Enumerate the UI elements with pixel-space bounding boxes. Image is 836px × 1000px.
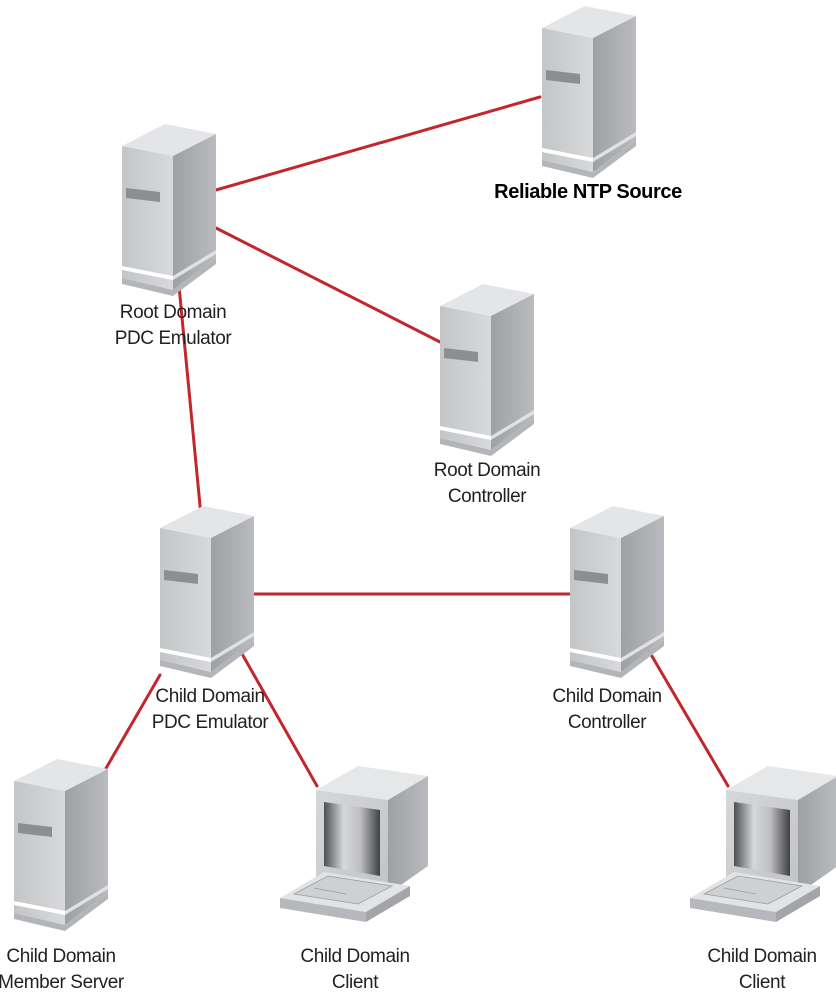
server-icon xyxy=(14,759,108,931)
network-nodes xyxy=(14,6,836,931)
link-child-pdc-to-child-member xyxy=(103,673,162,772)
node-label-line: Root Domain xyxy=(434,460,540,481)
node-label-line: Root Domain xyxy=(120,302,226,323)
link-child-pdc-to-child-client-1 xyxy=(235,643,319,788)
link-root-pdc-to-root-dc xyxy=(214,226,442,344)
server-icon xyxy=(542,6,636,178)
node-label-line: Reliable NTP Source xyxy=(494,181,682,203)
node-label-line: Child Domain xyxy=(155,686,264,707)
node-label-line: Child Domain xyxy=(6,946,115,967)
node-label-line: Controller xyxy=(448,486,527,507)
link-child-dc-to-child-client-2 xyxy=(644,644,730,788)
node-label-line: Client xyxy=(332,972,379,993)
link-root-pdc-to-ntp-source xyxy=(214,95,542,192)
link-root-pdc-to-child-pdc xyxy=(177,284,203,518)
server-icon xyxy=(122,124,216,296)
server-icon xyxy=(160,506,254,678)
workstation-icon xyxy=(280,766,428,922)
server-icon xyxy=(440,284,534,456)
node-label-line: Controller xyxy=(568,712,647,733)
server-icon xyxy=(570,506,664,678)
node-label-line: PDC Emulator xyxy=(152,712,270,733)
node-label-line: Client xyxy=(739,972,786,993)
node-label-line: Child Domain xyxy=(552,686,661,707)
node-label-line: Child Domain xyxy=(300,946,409,967)
node-label-line: Member Server xyxy=(0,972,125,993)
node-label-ntp-source: Reliable NTP Source xyxy=(494,181,682,203)
workstation-icon xyxy=(690,766,836,922)
node-label-line: PDC Emulator xyxy=(115,328,233,349)
node-label-line: Child Domain xyxy=(707,946,816,967)
connection-links xyxy=(103,95,730,788)
